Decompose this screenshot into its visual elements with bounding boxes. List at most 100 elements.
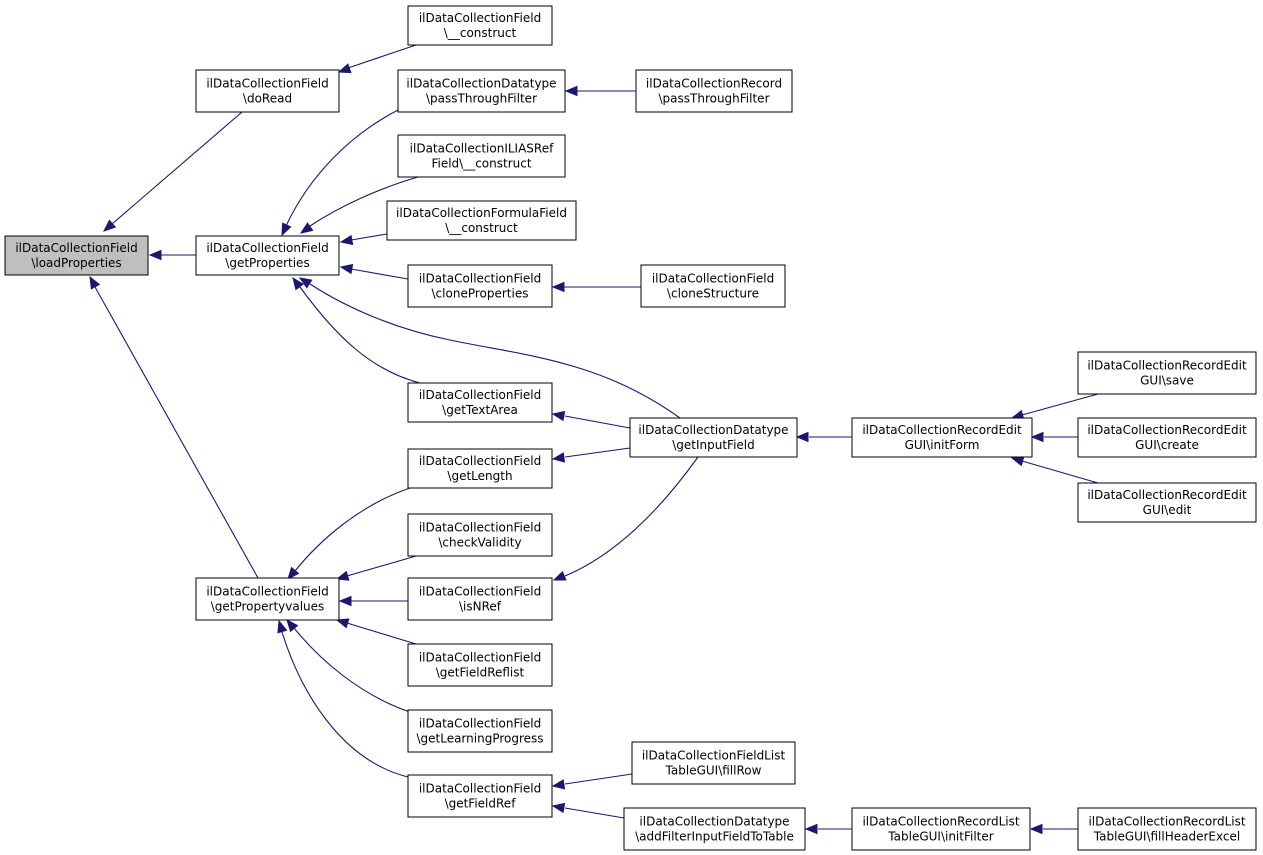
node-class-label: ilDataCollectionFormulaField (396, 206, 567, 220)
edge-line (94, 286, 259, 579)
node-doRead[interactable]: ilDataCollectionField\doRead (195, 69, 340, 113)
arrowhead (148, 249, 162, 261)
node-method-label: \passThroughFilter (658, 92, 769, 106)
node-checkValidity[interactable]: ilDataCollectionField\checkValidity (407, 513, 553, 557)
edge-fillHeaderExcel-to-initFilter (1029, 823, 1078, 835)
node-method-label: \checkValidity (438, 536, 521, 550)
node-getProperties[interactable]: ilDataCollectionField\getProperties (195, 235, 340, 276)
node-method-label: \__construct (444, 26, 517, 40)
call-nodes: ilDataCollectionField\loadProperties ilDa… (4, 5, 1257, 851)
edge-doRead-to-loadProperties (102, 111, 243, 232)
node-method-label: \getProperties (225, 256, 309, 270)
node-method-label: GUI\create (1135, 438, 1199, 452)
edge-line (309, 283, 681, 419)
edge-line (346, 555, 417, 577)
node-class-label: ilDataCollectionField (419, 388, 541, 402)
node-class-label: ilDataCollectionRecordEdit (862, 423, 1022, 437)
node-box (195, 235, 340, 276)
node-method-label: GUI\save (1140, 374, 1194, 388)
node-method-label: TableGUI\fillHeaderExcel (1093, 830, 1240, 844)
arrowhead (339, 263, 354, 275)
node-class-label: ilDataCollectionField (419, 782, 541, 796)
node-box (407, 448, 553, 489)
edge-line (1021, 460, 1099, 484)
node-getInputField[interactable]: ilDataCollectionDatatype\getInputField (629, 417, 798, 458)
node-class-label: ilDataCollectionField (419, 454, 541, 468)
edge-line (564, 807, 625, 819)
edge-line (285, 109, 399, 227)
edge-fillRow-to-getFieldRef (551, 773, 633, 790)
node-getTextArea[interactable]: ilDataCollectionField\getTextArea (407, 382, 553, 423)
node-box (407, 382, 553, 423)
node-dtPassThroughFilter[interactable]: ilDataCollectionDatatype\passThroughFilt… (397, 69, 566, 113)
node-class-label: ilDataCollectionField (419, 272, 541, 286)
edge-line (564, 773, 633, 785)
edge-line (347, 44, 417, 69)
node-box (1077, 807, 1257, 851)
arrowhead (551, 281, 565, 293)
node-isNRef[interactable]: ilDataCollectionField\isNRef (407, 577, 553, 621)
node-cloneStructure[interactable]: ilDataCollectionField\cloneStructure (640, 264, 786, 308)
node-class-label: ilDataCollectionRecordList (1088, 815, 1245, 829)
node-fillRow[interactable]: ilDataCollectionFieldListTableGUI\fillRo… (631, 741, 796, 785)
edge-getInputField-to-getTextArea (551, 410, 631, 429)
node-class-label: ilDataCollectionRecordList (862, 815, 1019, 829)
node-getLearningProgress[interactable]: ilDataCollectionField\getLearningProgres… (407, 709, 553, 753)
node-box (397, 69, 566, 113)
edge-line (309, 176, 419, 227)
edge-getInputField-to-getProperties (298, 277, 681, 419)
node-box (851, 417, 1033, 458)
edge-initForm-to-getInputField (795, 431, 852, 443)
node-method-label: TableGUI\initFilter (887, 830, 993, 844)
node-box (407, 643, 553, 687)
edge-create-to-initForm (1030, 431, 1078, 443)
node-class-label: ilDataCollectionField (419, 521, 541, 535)
arrowhead (795, 431, 809, 443)
arrowhead (1029, 823, 1043, 835)
edge-addFilterInputFieldToTable-to-getFieldRef (551, 802, 625, 819)
node-getFieldReflist[interactable]: ilDataCollectionField\getFieldReflist (407, 643, 553, 687)
arrowhead (338, 595, 352, 607)
edge-getTextArea-to-getProperties (292, 276, 421, 384)
node-box (635, 69, 793, 113)
node-addFilterInputFieldToTable[interactable]: ilDataCollectionDatatype\addFilterInputF… (623, 807, 806, 851)
edge-line (350, 233, 388, 241)
node-cloneProperties[interactable]: ilDataCollectionField\cloneProperties (407, 264, 553, 308)
node-iliasRefConstruct[interactable]: ilDataCollectionILIASRefField\__construc… (397, 134, 566, 178)
edge-formulaConstruct-to-getProperties (339, 233, 388, 246)
node-box (640, 264, 786, 308)
arrowhead (287, 566, 300, 581)
node-loadProperties[interactable]: ilDataCollectionField\loadProperties (4, 235, 149, 276)
edge-isNRef-to-getPropertyvalues (338, 595, 408, 607)
node-getPropertyvalues[interactable]: ilDataCollectionField\getPropertyvalues (195, 577, 340, 621)
node-class-label: ilDataCollectionDatatype (638, 423, 788, 437)
node-getLength[interactable]: ilDataCollectionField\getLength (407, 448, 553, 489)
arrowhead (339, 234, 354, 246)
arrowhead (277, 619, 288, 634)
arrowhead (564, 85, 578, 97)
edge-initFilter-to-addFilterInputFieldToTable (804, 823, 852, 835)
node-class-label: ilDataCollectionField (206, 241, 328, 255)
node-class-label: ilDataCollectionField (419, 717, 541, 731)
node-formulaConstruct[interactable]: ilDataCollectionFormulaField\__construct (386, 200, 577, 241)
node-class-label: ilDataCollectionField (419, 585, 541, 599)
edge-line (564, 456, 699, 577)
node-box (407, 264, 553, 308)
node-construct[interactable]: ilDataCollectionField\__construct (407, 5, 553, 46)
edge-dtPassThroughFilter-to-getProperties (281, 109, 399, 237)
edge-line (111, 111, 243, 225)
node-class-label: ilDataCollectionRecordEdit (1087, 423, 1247, 437)
node-class-label: ilDataCollectionDatatype (639, 815, 789, 829)
node-fillHeaderExcel[interactable]: ilDataCollectionRecordListTableGUI\fillH… (1077, 807, 1257, 851)
node-class-label: ilDataCollectionRecordEdit (1087, 488, 1247, 502)
node-method-label: GUI\initForm (905, 438, 980, 452)
node-getFieldRef[interactable]: ilDataCollectionField\getFieldRef (407, 774, 553, 818)
node-recPassThroughFilter[interactable]: ilDataCollectionRecord\passThroughFilter (635, 69, 793, 113)
node-initFilter[interactable]: ilDataCollectionRecordListTableGUI\initF… (851, 807, 1031, 851)
node-class-label: ilDataCollectionDatatype (406, 77, 556, 91)
